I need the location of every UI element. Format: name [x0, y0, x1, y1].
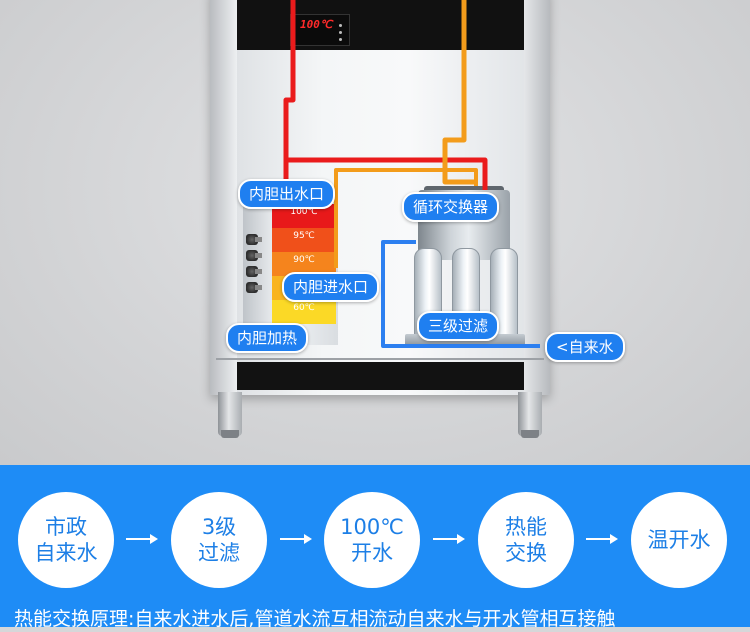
label-tank-inlet: 内胆进水口: [282, 272, 380, 302]
step-tap-water: 市政 自来水: [18, 492, 114, 588]
cabinet-rail: [216, 358, 544, 360]
cold-inlet-pipe: [381, 240, 540, 348]
temperature-band: [272, 300, 336, 324]
display-button-dot: [339, 38, 342, 41]
heating-element-knob: [246, 282, 262, 293]
temperature-label: 95℃: [293, 231, 315, 241]
right-leg: [518, 392, 542, 436]
heating-element-knob: [246, 250, 262, 261]
arrow-right-icon: [433, 532, 467, 546]
principle-caption: 热能交换原理:自来水进水后,管道水流互相流动自来水与开水管相互接触: [14, 608, 616, 630]
heating-element-knob: [246, 234, 262, 245]
left-leg: [218, 392, 242, 436]
arrow-right-icon: [126, 532, 160, 546]
step-warm-water: 温开水: [631, 492, 727, 588]
temperature-band: [272, 228, 336, 252]
display-reading: 100℃: [300, 18, 333, 31]
step-exchange: 热能 交换: [478, 492, 574, 588]
right-leg-foot: [521, 430, 539, 438]
step-filter: 3级 过滤: [171, 492, 267, 588]
warm-return-pipe: [334, 168, 478, 268]
temperature-label: 90℃: [293, 255, 315, 265]
label-tap-water: <自来水: [545, 332, 625, 362]
warm-outlet-pipe: [442, 0, 476, 185]
left-leg-foot: [221, 430, 239, 438]
arrow-right-icon: [586, 532, 620, 546]
label-tank-outlet: 内胆出水口: [238, 179, 336, 209]
label-filter: 三级过滤: [417, 311, 500, 341]
display-button-dot: [339, 31, 342, 34]
heating-element-knob: [246, 266, 262, 277]
label-heating: 内胆加热: [226, 323, 309, 353]
hot-outlet-pipe: [283, 0, 488, 190]
cabinet-top-band: [237, 0, 524, 50]
temperature-label: 100℃: [290, 207, 318, 217]
display-button-dot: [339, 24, 342, 27]
water-pipes: [283, 0, 540, 348]
label-exchanger: 循环交换器: [402, 192, 500, 222]
cabinet-bottom-band: [237, 362, 524, 390]
arrow-right-icon: [280, 532, 314, 546]
step-boiling: 100℃ 开水: [324, 492, 420, 588]
temperature-label: 60℃: [293, 303, 315, 313]
